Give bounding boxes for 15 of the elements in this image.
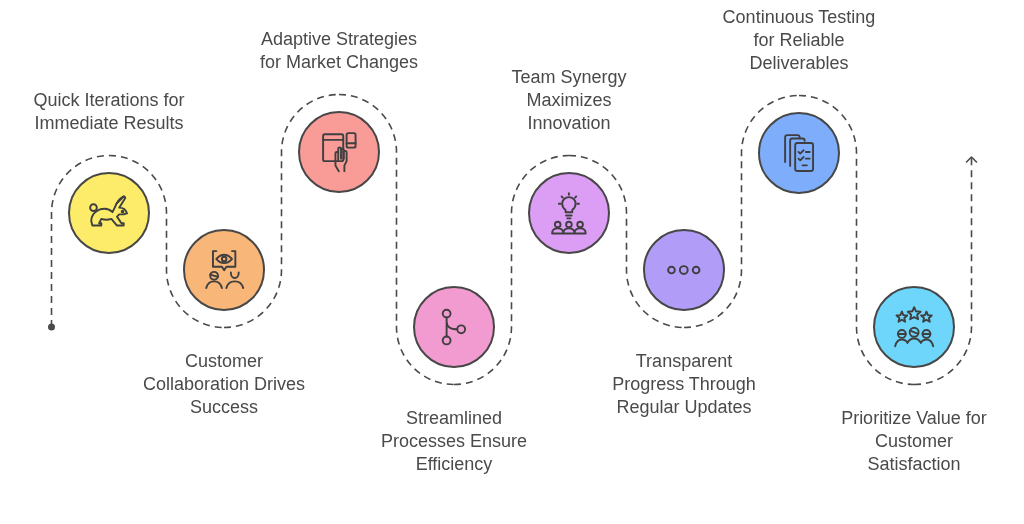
dashed-path	[108, 154, 225, 329]
step-label: Transparent Progress Through Regular Updates	[611, 349, 757, 419]
step-label: Continuous Testing for Reliable Deliverables	[722, 5, 876, 75]
step-label: Customer Collaboration Drives Success	[142, 349, 306, 419]
dashed-path	[683, 94, 800, 329]
dashed-path	[453, 154, 570, 386]
step-label: Streamlined Processes Ensure Efficiency	[380, 406, 528, 476]
dashed-path	[338, 93, 455, 386]
step-label: Team Synergy Maximizes Innovation	[510, 65, 628, 135]
dashed-path	[568, 154, 685, 329]
dashed-path	[798, 94, 915, 386]
dashed-path	[913, 156, 978, 386]
step-label: Adaptive Strategies for Market Changes	[259, 27, 419, 74]
step-label: Quick Iterations for Immediate Results	[32, 88, 186, 135]
step-label: Prioritize Value for Customer Satisfaction	[840, 406, 988, 476]
